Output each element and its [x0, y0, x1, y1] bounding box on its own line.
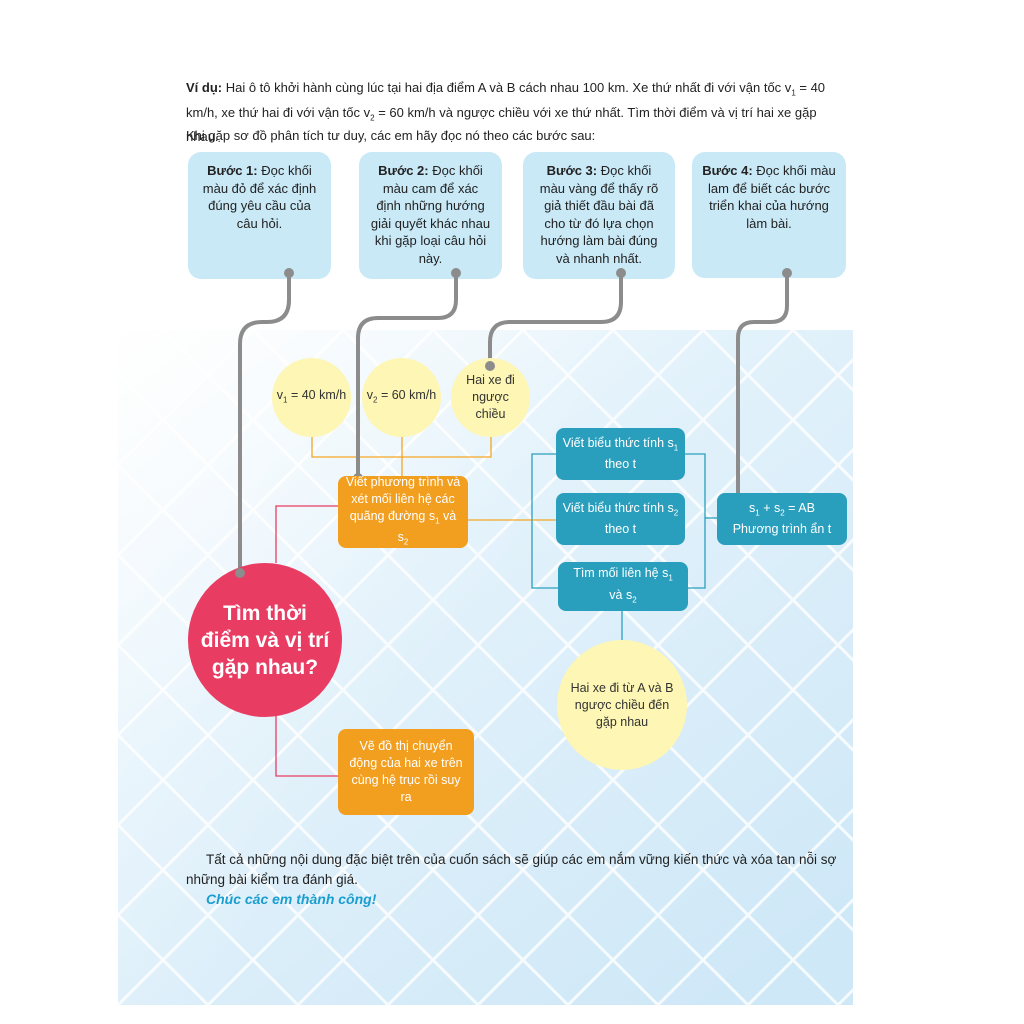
relation-sub-2: 2 [632, 595, 637, 604]
relation-text-b: và s [609, 587, 633, 602]
s2-expression-box: Viết biểu thức tính s2 theo t [556, 493, 685, 545]
step-2-text: Đọc khối màu cam để xác định những hướng… [370, 163, 491, 266]
equation-sub-1: 1 [435, 516, 440, 525]
step-1-title: Bước 1: [207, 163, 258, 178]
example-paragraph: Ví dụ: Hai ô tô khởi hành cùng lúc tại h… [186, 78, 851, 146]
given-direction-label: Hai xe đi ngược chiều [466, 373, 515, 421]
given-v1-label: v1 = 40 km/h [277, 387, 346, 409]
v1-symbol: v [276, 387, 284, 402]
s1-text-b: theo t [604, 457, 637, 472]
example-sub-1: 1 [791, 88, 796, 98]
eq-text-a: s [749, 500, 756, 515]
blue-connectors [531, 453, 718, 640]
orange-connectors [311, 436, 556, 521]
s2-text-a: Viết biểu thức tính s [562, 500, 674, 515]
step-3-text: Đọc khối màu vàng để thấy rõ giả thiết đ… [539, 163, 659, 266]
instruction-text: Khi gặp sơ đồ phân tích tư duy, các em h… [186, 128, 596, 143]
step-4-title: Bước 4: [702, 163, 753, 178]
example-text-1: Hai ô tô khởi hành cùng lúc tại hai địa … [222, 80, 792, 95]
example-label: Ví dụ: [186, 80, 223, 95]
eq-sub-2: 2 [780, 508, 785, 518]
step-4-text: Đọc khối màu lam để biết các bước triển … [707, 163, 836, 231]
eq-text-c: = AB [784, 500, 815, 515]
s2-subscript: 2 [673, 508, 679, 518]
given-v2-circle: v2 = 60 km/h [362, 358, 441, 437]
equation-result-label: s1 + s2 = AB Phương trình ẩn t [733, 500, 832, 539]
closing-paragraph: Tất cả những nội dung đặc biệt trên của … [186, 852, 837, 887]
step-1-text: Đọc khối màu đỏ để xác định đúng yêu cầu… [202, 163, 317, 231]
given-v1-circle: v1 = 40 km/h [272, 358, 351, 437]
s1-expression-box: Viết biểu thức tính s1 theo t [556, 428, 685, 480]
s2-text-b: theo t [604, 522, 637, 537]
given-direction-circle: Hai xe đi ngược chiều [451, 358, 530, 437]
v1-subscript: 1 [283, 395, 288, 405]
step-1-box: Bước 1: Đọc khối màu đỏ để xác định đúng… [188, 152, 331, 279]
goal-label: Tìm thời điểm và vị trí gặp nhau? [200, 601, 330, 679]
step-2-title: Bước 2: [378, 163, 429, 178]
v2-subscript: 2 [373, 395, 378, 405]
step-4-box: Bước 4: Đọc khối màu lam để biết các bướ… [692, 152, 846, 278]
relation-sub-1: 1 [668, 573, 673, 583]
v1-value: = 40 km/h [287, 387, 347, 402]
graph-approach-box: Vẽ đồ thị chuyển động của hai xe trên cù… [338, 729, 474, 815]
relation-text-a: Tìm mối liên hệ s [573, 566, 669, 580]
v2-symbol: v [366, 387, 374, 402]
s2-expression-label: Viết biểu thức tính s2 theo t [562, 500, 679, 539]
s1-expression-label: Viết biểu thức tính s1 theo t [562, 435, 679, 474]
equation-approach-box: Viết phương trình và xét mối liên hệ các… [338, 474, 468, 551]
relation-box: Tìm mối liên hệ s1 và s2 [558, 562, 688, 611]
example-text-3: = 60 km/h và ngược chiều với xe thứ nhất… [186, 104, 817, 145]
goal-circle: Tìm thời điểm và vị trí gặp nhau? [188, 563, 342, 717]
s1-subscript: 1 [673, 443, 679, 453]
step-3-title: Bước 3: [546, 163, 598, 178]
eq-sub-1: 1 [755, 508, 760, 518]
eq-text-d: Phương trình ẩn t [732, 522, 832, 537]
step-2-box: Bước 2: Đọc khối màu cam để xác định nhữ… [359, 152, 502, 279]
s1-text-a: Viết biểu thức tính s [562, 435, 674, 450]
equation-text-b: và s [397, 508, 457, 545]
v2-value: = 60 km/h [377, 387, 437, 402]
equation-sub-2: 2 [403, 537, 409, 547]
eq-text-b: + s [759, 500, 781, 515]
example-text-2: = 40 km/h, xe thứ hai đi với vận tốc v [186, 80, 826, 120]
wire-dots [284, 268, 792, 278]
equation-approach-label: Viết phương trình và xét mối liên hệ các… [344, 474, 462, 551]
step-3-box: Bước 3: Đọc khối màu vàng để thấy rõ giả… [523, 152, 675, 279]
meeting-given-label: Hai xe đi từ A và B ngược chiều đến gặp … [570, 680, 674, 729]
closing-wish: Chúc các em thành công! [206, 891, 377, 907]
relation-label: Tìm mối liên hệ s1 và s2 [573, 565, 673, 608]
given-v2-label: v2 = 60 km/h [367, 387, 436, 409]
equation-text-a: Viết phương trình và xét mối liên hệ các… [345, 474, 461, 523]
step-pointer-wires [238, 271, 789, 575]
equation-result-box: s1 + s2 = AB Phương trình ẩn t [717, 493, 847, 545]
meeting-given-circle: Hai xe đi từ A và B ngược chiều đến gặp … [557, 640, 687, 770]
graph-approach-label: Vẽ đồ thị chuyển động của hai xe trên cù… [349, 739, 463, 804]
red-connectors [275, 505, 338, 777]
example-sub-2: 2 [370, 113, 375, 123]
